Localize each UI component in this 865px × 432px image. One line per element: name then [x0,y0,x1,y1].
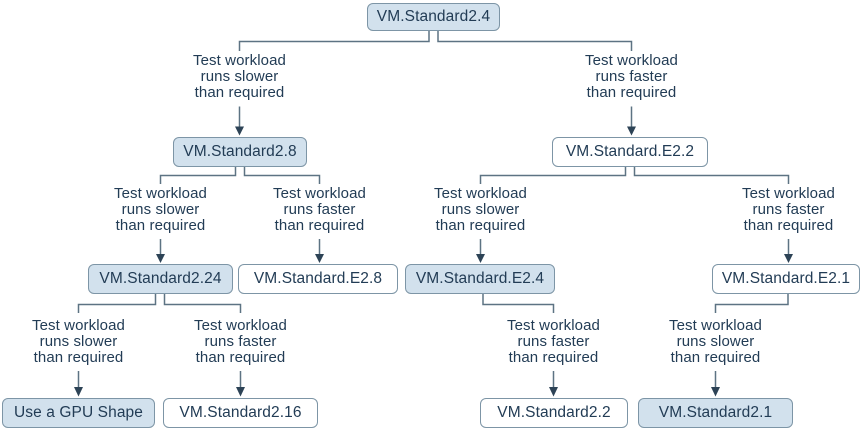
node-vm-standard-e2-4: VM.Standard.E2.4 [405,264,555,294]
edge-line [159,167,237,184]
arrowhead-icon [315,254,324,263]
arrowhead-icon [74,387,83,397]
edge-label: Test workload runs faster than required [584,52,678,101]
edge-line [163,294,242,313]
edge-label: Test workload runs faster than required [272,185,366,234]
arrowhead-icon [549,387,558,397]
edge-line [243,167,321,184]
arrowhead-icon [784,254,793,263]
arrowhead-icon [236,387,245,397]
edge-line [482,294,555,313]
edge-line [714,294,789,313]
node-vm-standard2-1: VM.Standard2.1 [638,398,793,428]
node-vm-standard2-2: VM.Standard2.2 [480,398,628,428]
node-vm-standard2-4: VM.Standard2.4 [367,3,500,31]
node-vm-standard2-24: VM.Standard2.24 [88,264,233,294]
node-vm-standard-e2-1: VM.Standard.E2.1 [712,264,860,294]
node-vm-standard2-16: VM.Standard2.16 [163,398,318,428]
arrowhead-icon [235,126,244,136]
edge-label: Test workload runs slower than required [668,317,762,366]
arrowhead-icon [156,254,165,263]
edge-line [479,167,627,184]
node-vm-standard-e2-2: VM.Standard.E2.2 [552,137,708,167]
edge-line [633,167,790,184]
arrowhead-icon [476,254,485,263]
arrowhead-icon [711,387,720,397]
edge-label: Test workload runs slower than required [433,185,527,234]
node-vm-standard-e2-8: VM.Standard.E2.8 [238,264,398,294]
edge-line [238,31,430,51]
edge-label: Test workload runs slower than required [31,317,125,366]
edge-label: Test workload runs slower than required [113,185,207,234]
node-vm-standard2-8: VM.Standard2.8 [173,137,307,167]
edge-label: Test workload runs faster than required [741,185,835,234]
edge-label: Test workload runs slower than required [192,52,286,101]
node-use-a-gpu-shape: Use a GPU Shape [2,398,155,428]
arrowhead-icon [627,126,636,136]
edge-label: Test workload runs faster than required [193,317,287,366]
edge-line [77,294,157,313]
edge-label: Test workload runs faster than required [506,317,600,366]
edge-line [437,31,633,51]
